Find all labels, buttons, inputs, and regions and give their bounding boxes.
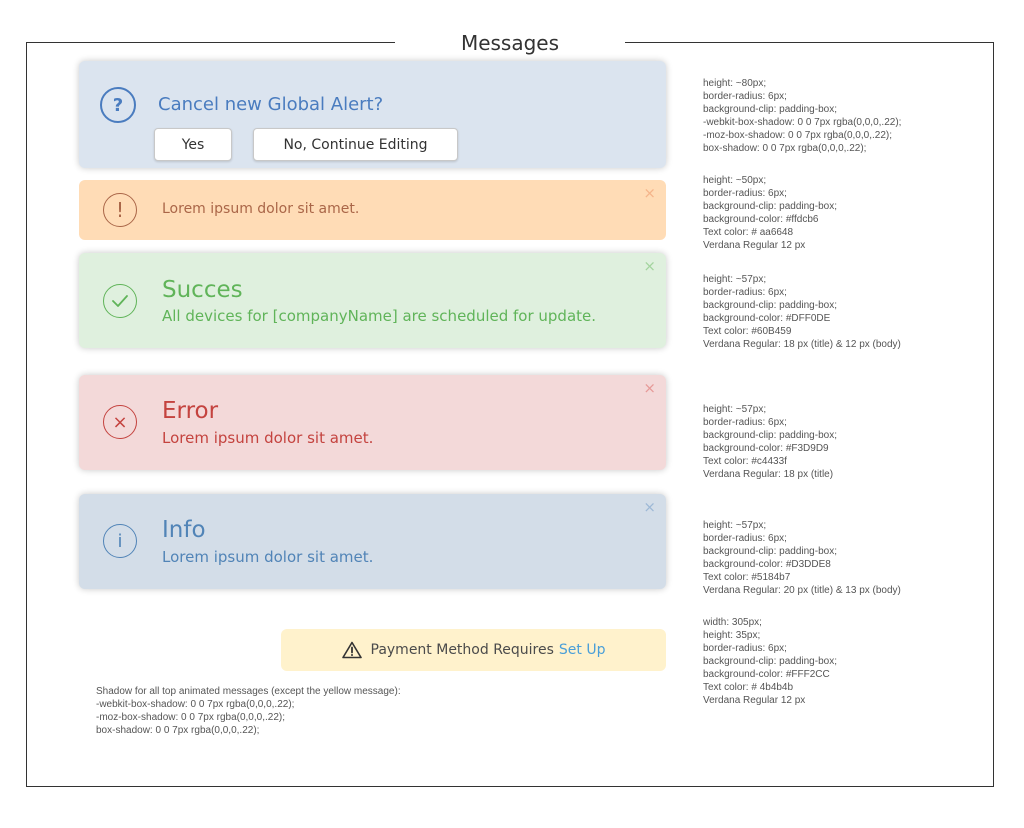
spec-line: -webkit-box-shadow: 0 0 7px rgba(0,0,0,.…: [703, 117, 902, 128]
spec-line: background-clip: padding-box;: [703, 656, 837, 667]
success-spec: height: ~57px; border-radius: 6px; backg…: [703, 273, 901, 351]
spec-line: border-radius: 6px;: [703, 91, 787, 102]
note-line: -moz-box-shadow: 0 0 7px rgba(0,0,0,.22)…: [96, 712, 285, 723]
page-title: Messages: [395, 30, 625, 56]
info-title: Info: [162, 517, 206, 543]
confirm-title: Cancel new Global Alert?: [158, 94, 384, 115]
error-body: Lorem ipsum dolor sit amet.: [162, 429, 374, 447]
exclamation-circle-icon: !: [103, 193, 137, 227]
warning-message: ! Lorem ipsum dolor sit amet. ×: [79, 180, 666, 240]
error-message: × Error Lorem ipsum dolor sit amet. ×: [79, 375, 666, 470]
payment-banner: Payment Method Requires Set Up: [281, 629, 666, 671]
spec-line: -moz-box-shadow: 0 0 7px rgba(0,0,0,.22)…: [703, 130, 892, 141]
yes-button[interactable]: Yes: [154, 128, 232, 161]
spec-line: border-radius: 6px;: [703, 533, 787, 544]
confirm-spec: height: ~80px; border-radius: 6px; backg…: [703, 77, 901, 155]
spec-line: height: ~80px;: [703, 78, 767, 89]
info-message: i Info Lorem ipsum dolor sit amet. ×: [79, 494, 666, 589]
confirm-message: ? Cancel new Global Alert? Yes No, Conti…: [79, 61, 666, 168]
info-close-icon[interactable]: ×: [643, 498, 656, 516]
spec-line: Text color: # aa6648: [703, 227, 794, 238]
payment-text: Payment Method Requires: [370, 642, 554, 658]
spec-line: Verdana Regular: 18 px (title): [703, 469, 834, 480]
spec-line: height: ~50px;: [703, 175, 767, 186]
warning-close-icon[interactable]: ×: [643, 184, 656, 202]
spec-line: background-color: #DFF0DE: [703, 313, 831, 324]
spec-line: background-color: #F3D9D9: [703, 443, 829, 454]
payment-spec: width: 305px; height: 35px; border-radiu…: [703, 616, 837, 707]
spec-line: background-clip: padding-box;: [703, 104, 837, 115]
note-line: -webkit-box-shadow: 0 0 7px rgba(0,0,0,.…: [96, 699, 295, 710]
error-title: Error: [162, 398, 219, 424]
spec-line: Verdana Regular: 18 px (title) & 12 px (…: [703, 339, 901, 350]
continue-editing-button[interactable]: No, Continue Editing: [253, 128, 458, 161]
warning-body: Lorem ipsum dolor sit amet.: [162, 201, 360, 217]
spec-line: Text color: # 4b4b4b: [703, 682, 794, 693]
spec-line: background-color: #D3DDE8: [703, 559, 831, 570]
success-message: Succes All devices for [companyName] are…: [79, 253, 666, 348]
spec-line: height: ~57px;: [703, 404, 767, 415]
success-close-icon[interactable]: ×: [643, 257, 656, 275]
spec-line: background-clip: padding-box;: [703, 546, 837, 557]
spec-line: Verdana Regular: 20 px (title) & 13 px (…: [703, 585, 901, 596]
spec-line: Text color: #5184b7: [703, 572, 791, 583]
spec-line: background-clip: padding-box;: [703, 430, 837, 441]
warning-spec: height: ~50px; border-radius: 6px; backg…: [703, 174, 837, 252]
shadow-note: Shadow for all top animated messages (ex…: [96, 685, 401, 737]
spec-line: box-shadow: 0 0 7px rgba(0,0,0,.22);: [703, 143, 867, 154]
spec-line: height: ~57px;: [703, 520, 767, 531]
note-line: box-shadow: 0 0 7px rgba(0,0,0,.22);: [96, 725, 260, 736]
success-body: All devices for [companyName] are schedu…: [162, 307, 597, 325]
error-spec: height: ~57px; border-radius: 6px; backg…: [703, 403, 837, 481]
spec-line: Text color: #c4433f: [703, 456, 787, 467]
success-title: Succes: [162, 277, 243, 303]
info-body: Lorem ipsum dolor sit amet.: [162, 548, 374, 566]
spec-line: border-radius: 6px;: [703, 188, 787, 199]
spec-line: Text color: #60B459: [703, 326, 792, 337]
spec-line: Verdana Regular 12 px: [703, 695, 806, 706]
spec-line: border-radius: 6px;: [703, 643, 787, 654]
spec-line: width: 305px;: [703, 617, 762, 628]
note-line: Shadow for all top animated messages (ex…: [96, 686, 401, 697]
check-circle-icon: [103, 284, 137, 318]
x-circle-icon: ×: [103, 405, 137, 439]
set-up-link[interactable]: Set Up: [558, 642, 606, 658]
info-circle-icon: i: [103, 524, 137, 558]
spec-line: background-color: #ffdcb6: [703, 214, 819, 225]
spec-line: background-color: #FFF2CC: [703, 669, 830, 680]
spec-line: height: ~57px;: [703, 274, 767, 285]
info-spec: height: ~57px; border-radius: 6px; backg…: [703, 519, 901, 597]
spec-line: background-clip: padding-box;: [703, 201, 837, 212]
spec-line: height: 35px;: [703, 630, 761, 641]
spec-line: border-radius: 6px;: [703, 417, 787, 428]
spec-line: background-clip: padding-box;: [703, 300, 837, 311]
question-circle-icon: ?: [100, 87, 136, 123]
warning-triangle-icon: [341, 641, 362, 659]
error-close-icon[interactable]: ×: [643, 379, 656, 397]
spec-line: border-radius: 6px;: [703, 287, 787, 298]
spec-line: Verdana Regular 12 px: [703, 240, 806, 251]
